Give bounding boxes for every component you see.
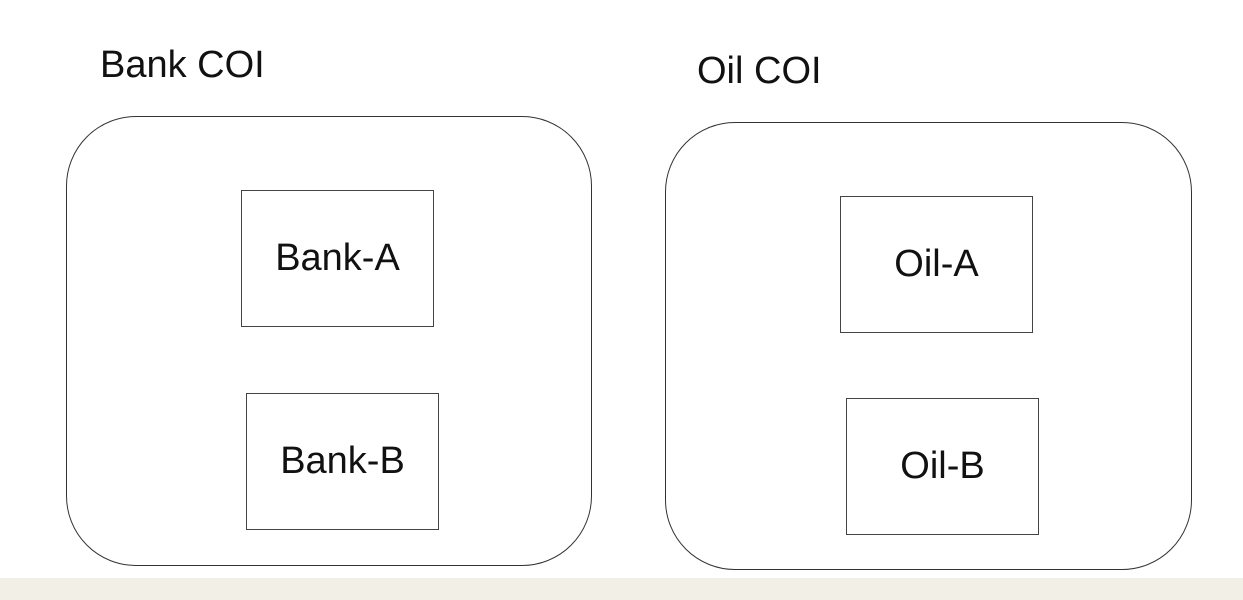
- footer-bar: [0, 578, 1243, 600]
- oil-b-box: Oil-B: [846, 398, 1039, 535]
- bank-coi-label: Bank COI: [100, 44, 265, 86]
- oil-a-box: Oil-A: [840, 196, 1033, 333]
- bank-b-box: Bank-B: [246, 393, 439, 530]
- bank-a-box: Bank-A: [241, 190, 434, 327]
- oil-coi-label: Oil COI: [697, 50, 822, 92]
